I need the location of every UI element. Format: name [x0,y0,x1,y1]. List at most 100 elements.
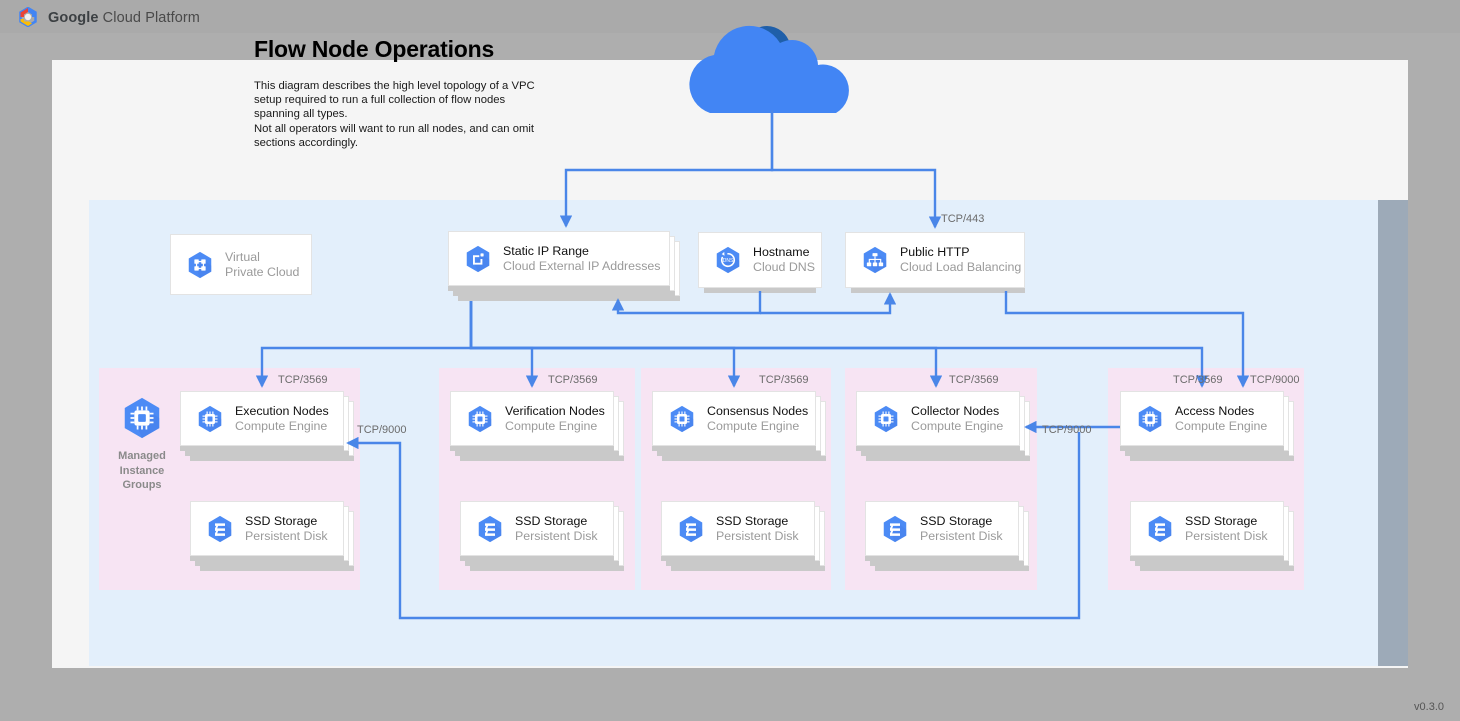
port-label-access: TCP/3569 [1173,374,1223,386]
card-ssd-storage[interactable]: SSD Storage Persistent Disk [190,501,344,556]
card-text: SSD Storage Persistent Disk [716,514,799,544]
card-subtitle: Persistent Disk [716,528,799,543]
card-hostname-cloud-dns[interactable]: DNS Hostname Cloud DNS [698,232,822,288]
card-subtitle: Compute Engine [911,418,1004,433]
card-title: SSD Storage [920,513,993,528]
card-ssd-storage[interactable]: SSD Storage Persistent Disk [865,501,1019,556]
card-shadow [470,566,624,571]
card-static-ip-range[interactable]: Static IP Range Cloud External IP Addres… [448,231,670,286]
card-shadow [870,561,1024,566]
compute-engine-icon [468,405,492,432]
compute-engine-icon [124,397,160,439]
card-shadow [465,561,619,566]
card-shadow [661,556,815,561]
gcp-brand-text: Google Cloud Platform [48,10,200,26]
card-shadow [1130,556,1284,561]
port-label-verification: TCP/3569 [548,374,598,386]
card-execution-nodes[interactable]: Execution Nodes Compute Engine [180,391,344,446]
cloud-load-balancing-icon [863,246,887,274]
card-subtitle: Persistent Disk [920,528,1003,543]
version-label: v0.3.0 [1414,701,1444,713]
card-shadow [861,451,1025,456]
card-title: SSD Storage [1185,513,1258,528]
card-shadow [1130,456,1294,461]
card-consensus-nodes[interactable]: Consensus Nodes Compute Engine [652,391,816,446]
card-subtitle: Compute Engine [707,418,800,433]
card-shadow [866,456,1030,461]
card-ssd-storage[interactable]: SSD Storage Persistent Disk [661,501,815,556]
card-subtitle: Cloud DNS [753,260,815,274]
google-cloud-hexagon-logo-icon [19,7,37,27]
card-title: SSD Storage [716,513,789,528]
card-public-http-load-balancing[interactable]: Public HTTP Cloud Load Balancing [845,232,1025,288]
card-virtual-private-cloud[interactable]: Virtual Private Cloud [170,234,312,295]
card-shadow [1135,561,1289,566]
card-text: Virtual Private Cloud [225,250,299,280]
virtual-private-cloud-icon [188,251,212,278]
card-shadow [460,556,614,561]
gcp-top-bar: Google Cloud Platform [0,0,1460,33]
compute-engine-icon [198,405,222,432]
card-shadow [666,561,820,566]
card-title: Static IP Range [503,243,589,258]
port-label-execution-9000: TCP/9000 [357,424,407,436]
card-title: Access Nodes [1175,403,1255,418]
card-text: SSD Storage Persistent Disk [1185,514,1268,544]
card-text: Public HTTP Cloud Load Balancing [900,245,1021,275]
port-label-execution: TCP/3569 [278,374,328,386]
compute-engine-icon [1138,405,1162,432]
compute-engine-icon [670,405,694,432]
static-ip-range-icon [466,245,490,272]
card-text: SSD Storage Persistent Disk [245,514,328,544]
card-shadow [180,446,344,451]
card-text: Hostname Cloud DNS [753,245,815,275]
card-shadow [190,456,354,461]
card-shadow [704,288,816,293]
card-title: SSD Storage [245,513,318,528]
card-text: Execution Nodes Compute Engine [235,404,329,434]
card-shadow [450,446,614,451]
card-subtitle: Persistent Disk [245,528,328,543]
card-shadow [1125,451,1289,456]
port-label-consensus: TCP/3569 [759,374,809,386]
card-text: SSD Storage Persistent Disk [920,514,1003,544]
card-subtitle: Private Cloud [225,264,300,279]
gcp-brand-rest: Cloud Platform [98,10,200,26]
card-shadow [856,446,1020,451]
group-label-managed-instance-groups: Managed Instance Groups [118,450,166,491]
card-shadow [865,556,1019,561]
card-title: Collector Nodes [911,403,1000,418]
card-shadow [1140,566,1294,571]
card-subtitle: Persistent Disk [1185,528,1268,543]
card-shadow [460,456,624,461]
card-ssd-storage[interactable]: SSD Storage Persistent Disk [1130,501,1284,556]
internet-cloud-icon [689,25,849,113]
card-shadow [185,451,349,456]
gcp-brand-bold: Google [48,10,99,26]
compute-engine-icon [874,405,898,432]
card-verification-nodes[interactable]: Verification Nodes Compute Engine [450,391,614,446]
card-text: Consensus Nodes Compute Engine [707,404,808,434]
card-collector-nodes[interactable]: Collector Nodes Compute Engine [856,391,1020,446]
svg-text:DNS: DNS [723,258,734,264]
card-shadow [458,296,680,301]
card-text: Access Nodes Compute Engine [1175,404,1267,434]
card-shadow [1120,446,1284,451]
card-shadow [652,446,816,451]
card-title: Consensus Nodes [707,403,809,418]
port-label-access-9000: TCP/9000 [1250,374,1300,386]
card-subtitle: Cloud External IP Addresses [503,258,661,273]
card-shadow [657,451,821,456]
card-shadow [671,566,825,571]
card-subtitle: Compute Engine [1175,418,1268,433]
card-shadow [455,451,619,456]
card-text: Collector Nodes Compute Engine [911,404,1003,434]
card-subtitle: Cloud Load Balancing [900,260,1022,274]
card-ssd-storage[interactable]: SSD Storage Persistent Disk [460,501,614,556]
card-shadow [195,561,349,566]
card-access-nodes[interactable]: Access Nodes Compute Engine [1120,391,1284,446]
card-subtitle: Compute Engine [235,418,328,433]
port-label-collector: TCP/3569 [949,374,999,386]
page-description: This diagram describes the high level to… [254,80,535,149]
persistent-disk-icon [883,515,907,542]
